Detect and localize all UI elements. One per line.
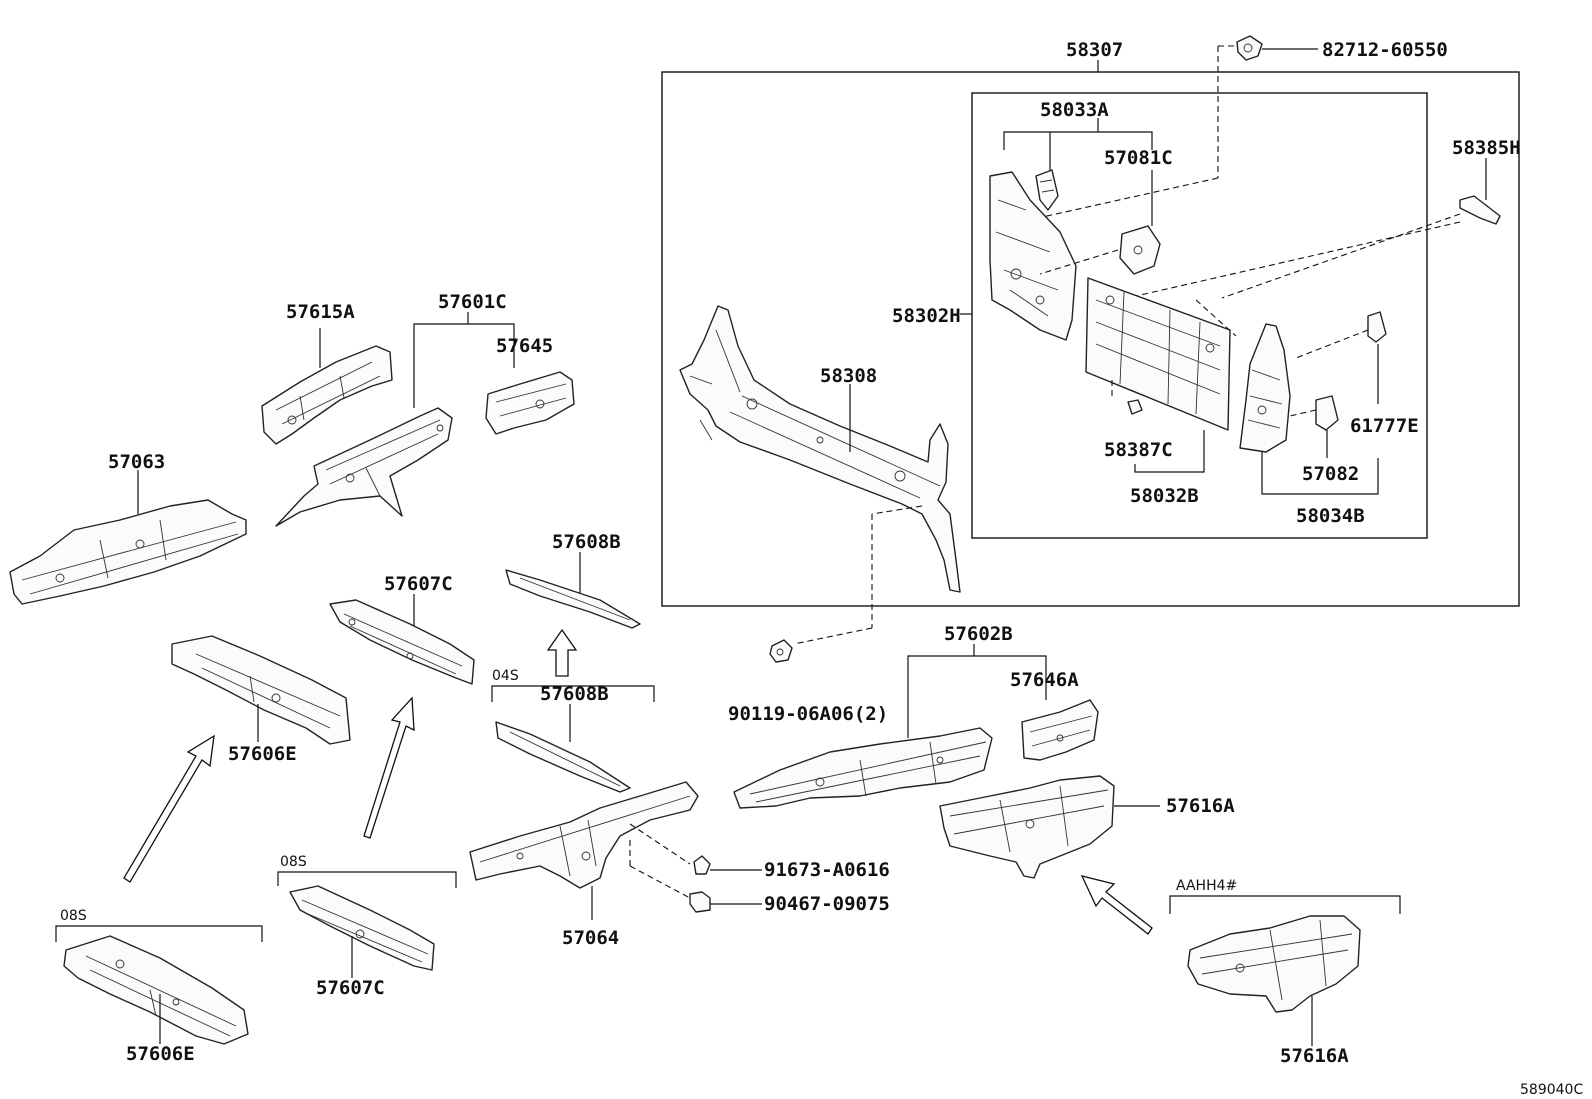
label-91673-A0616: 91673-A0616 xyxy=(764,859,890,881)
label-82712-60550: 82712-60550 xyxy=(1322,39,1448,61)
label-57082: 57082 xyxy=(1302,463,1359,485)
label-90467-09075: 90467-09075 xyxy=(764,893,890,915)
label-58033A: 58033A xyxy=(1040,99,1109,121)
label-57615A: 57615A xyxy=(286,301,355,323)
part-57607C-bottom xyxy=(289,885,435,978)
label-58032B: 58032B xyxy=(1130,485,1199,507)
part-57606E-bottom xyxy=(63,935,249,1045)
figure-id: 589040C xyxy=(1520,1082,1583,1098)
arrow-up-icon xyxy=(546,628,578,677)
part-57645 xyxy=(485,371,575,435)
label-90119-06A06: 90119-06A06(2) xyxy=(728,703,888,725)
bolt-91673 xyxy=(629,823,762,875)
part-57608B-mid xyxy=(495,721,631,793)
arrow-icon-3 xyxy=(1080,875,1153,935)
part-57063 xyxy=(9,470,247,605)
label-57063: 57063 xyxy=(108,451,165,473)
part-57646A xyxy=(1021,699,1099,761)
sub-assembly-box xyxy=(971,92,1428,539)
variant-08S-left: 08S xyxy=(60,908,87,924)
label-58308: 58308 xyxy=(820,365,877,387)
label-57616A-mid: 57616A xyxy=(1166,795,1235,817)
variant-08S-mid: 08S xyxy=(280,854,307,870)
variant-AAHH4: AAHH4# xyxy=(1176,878,1237,894)
part-57608B-top xyxy=(505,552,641,677)
variant-04S: 04S xyxy=(492,668,519,684)
label-57608B-mid: 57608B xyxy=(540,683,609,705)
label-58307: 58307 xyxy=(1066,39,1123,61)
part-58032B xyxy=(1085,277,1237,473)
assembly-box-58307 xyxy=(661,71,1520,607)
label-57646A: 57646A xyxy=(1010,669,1079,691)
label-57601C: 57601C xyxy=(438,291,507,313)
part-58033A xyxy=(1003,118,1153,211)
clip-90467 xyxy=(629,840,762,913)
label-57606E-top: 57606E xyxy=(228,743,297,765)
label-57608B-top: 57608B xyxy=(552,531,621,553)
label-57081C: 57081C xyxy=(1104,147,1173,169)
label-61777E: 61777E xyxy=(1350,415,1419,437)
label-57645: 57645 xyxy=(496,335,553,357)
label-57607C-bottom: 57607C xyxy=(316,977,385,999)
arrow-icon-1 xyxy=(123,734,215,883)
part-58385H xyxy=(1135,158,1501,299)
part-57602B xyxy=(733,644,1047,809)
part-57606E-top xyxy=(171,635,351,745)
label-57616A-bottom: 57616A xyxy=(1280,1045,1349,1067)
part-58034B xyxy=(1239,311,1387,495)
label-58385H: 58385H xyxy=(1452,137,1521,159)
clip-82712 xyxy=(1037,35,1318,219)
part-57607C-top xyxy=(329,594,475,685)
part-57064 xyxy=(469,781,699,920)
arrow-icon-2 xyxy=(363,696,415,839)
part-57616A-bottom xyxy=(1187,915,1361,1046)
part-57601C xyxy=(275,312,515,527)
label-58034B: 58034B xyxy=(1296,505,1365,527)
part-58308 xyxy=(679,305,961,593)
label-57602B: 57602B xyxy=(944,623,1013,645)
part-57616A-mid xyxy=(939,775,1160,879)
bolt-90119 xyxy=(769,505,923,663)
label-57607C-top: 57607C xyxy=(384,573,453,595)
label-58302H: 58302H xyxy=(892,305,961,327)
part-58302H xyxy=(960,171,1077,341)
part-57081C xyxy=(1039,170,1161,275)
label-57064: 57064 xyxy=(562,927,619,949)
label-57606E-bottom: 57606E xyxy=(126,1043,195,1065)
part-57615A xyxy=(261,328,393,445)
label-58387C: 58387C xyxy=(1104,439,1173,461)
